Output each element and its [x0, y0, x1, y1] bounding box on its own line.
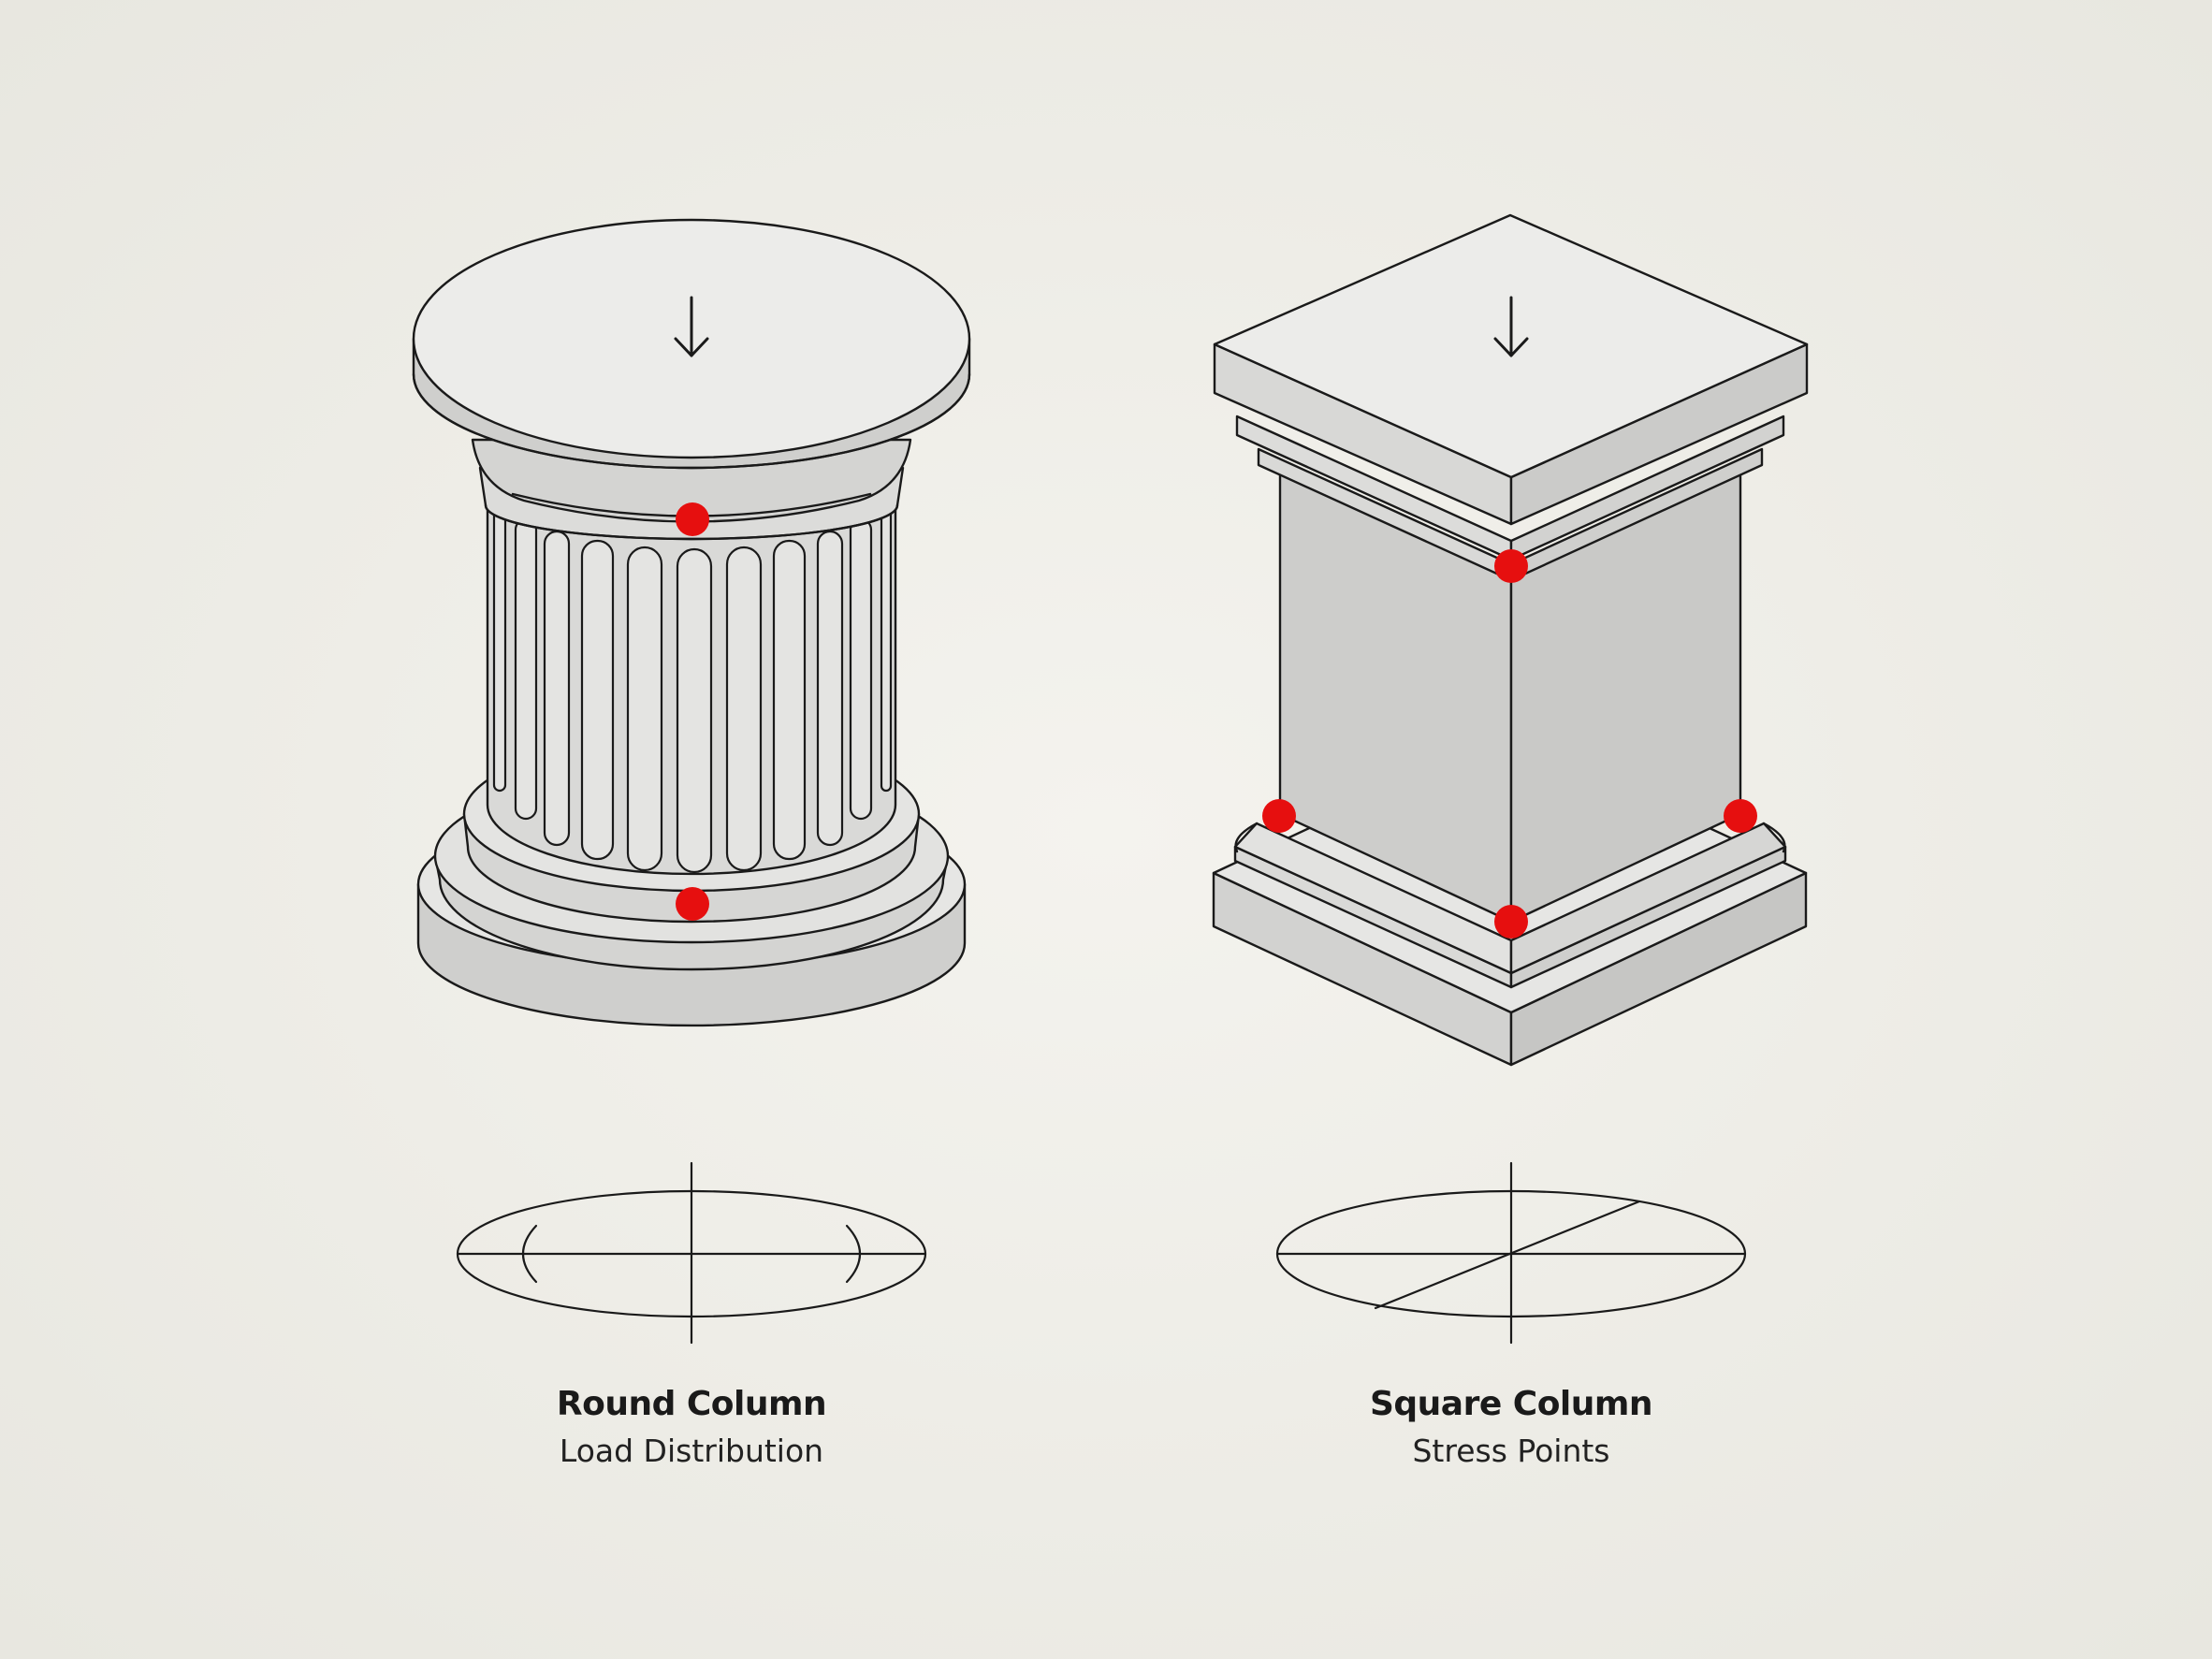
square-base-curve-left	[1234, 822, 1259, 853]
stress-point-icon	[1262, 799, 1296, 833]
square-column-caption: Square Column Stress Points	[1230, 1385, 1792, 1469]
square-column-subtitle: Stress Points	[1412, 1433, 1610, 1469]
square-column-title: Square Column	[1369, 1385, 1653, 1423]
round-column-caption: Round Column Load Distribution	[411, 1385, 972, 1469]
stress-point-icon	[1494, 549, 1528, 583]
round-column-title: Round Column	[556, 1385, 827, 1423]
round-cross-section	[456, 1161, 927, 1345]
square-column	[1212, 213, 1809, 1345]
round-column-subtitle: Load Distribution	[559, 1433, 824, 1469]
stress-point-icon	[1494, 905, 1528, 939]
load-arrow-icon	[674, 296, 709, 357]
round-neck-line	[484, 503, 899, 541]
square-base-curve-right	[1762, 822, 1786, 853]
round-abacus-edge	[412, 372, 971, 470]
stress-point-icon	[676, 887, 709, 921]
stress-point-icon	[676, 502, 709, 536]
round-column	[412, 218, 971, 1345]
load-arrow-icon	[1493, 296, 1529, 357]
square-base-torus-right	[1509, 822, 1787, 975]
round-shaft-flutes	[492, 503, 893, 874]
stress-point-icon	[1724, 799, 1757, 833]
square-cross-section	[1275, 1161, 1747, 1345]
